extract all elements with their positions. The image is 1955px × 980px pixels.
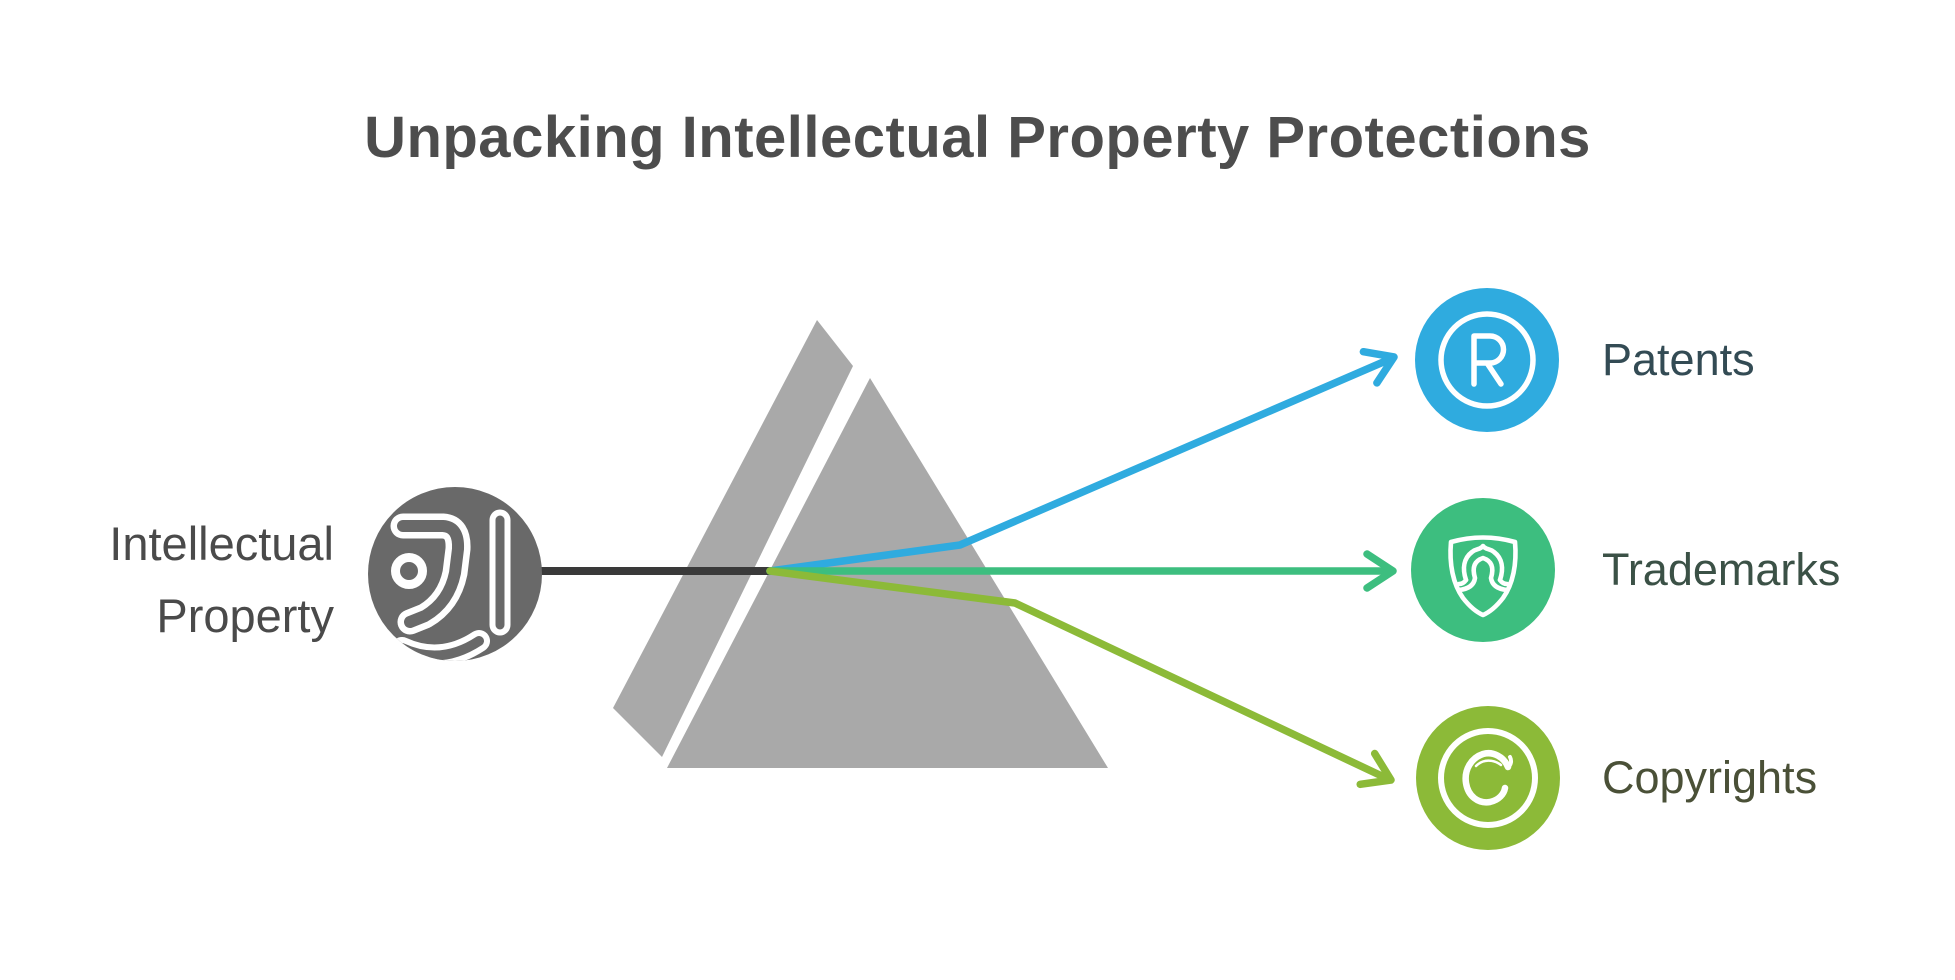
hub-label: Intellectual Property [109,517,334,642]
registered-r-icon [1438,311,1536,409]
prism [613,320,1108,768]
copyrights-node [1416,706,1560,850]
shield-person-icon [1448,535,1518,618]
branch-label-trademarks: Trademarks [1602,544,1841,595]
arrowhead-copyrights [1356,749,1395,789]
ray-patents [766,356,1392,575]
page-title: Unpacking Intellectual Property Protecti… [364,105,1591,170]
patents-node [1415,288,1559,432]
hub-node [368,487,542,661]
trademarks-node [1411,498,1555,642]
prism-slice [613,320,853,757]
ray-copyrights [766,567,1390,782]
script-c-icon [1438,728,1538,828]
arrowhead-trademarks [1363,550,1397,592]
copyrights-circle [1416,706,1560,850]
trademarks-circle [1411,498,1555,642]
patents-circle [1415,288,1559,432]
branch-label-patents: Patents [1602,334,1755,385]
branch-label-copyrights: Copyrights [1602,752,1818,803]
refracted-rays [766,347,1398,789]
arrowhead-patents [1359,347,1398,387]
